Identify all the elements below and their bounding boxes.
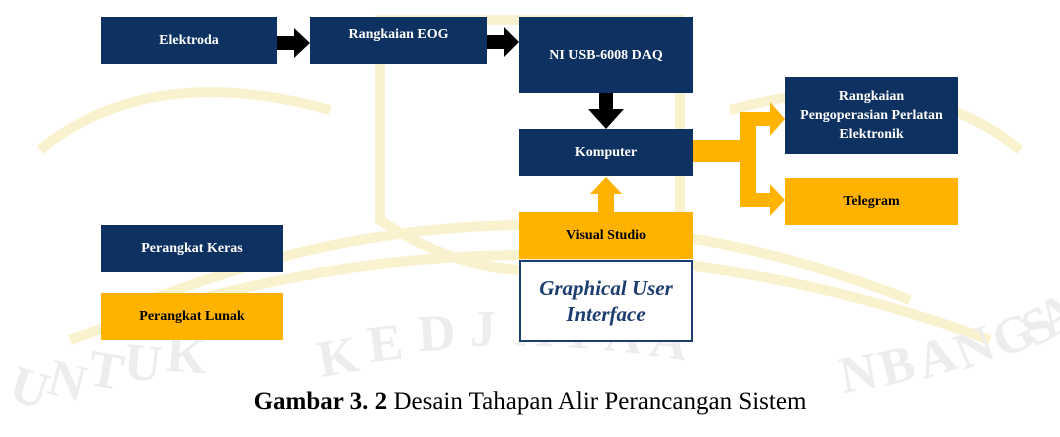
block-visual-studio-label: Visual Studio [565,228,646,243]
block-daq: NI USB-6008 DAQ [519,17,693,93]
arrow-elektroda-to-eog [277,28,310,58]
watermark-letter: J [470,301,496,358]
arrow-daq-to-komputer [588,93,624,129]
figure-caption-label: Gambar 3. 2 [253,388,388,415]
block-rangkaian-eog-label: Rangkaian EOG [348,27,449,42]
legend-hardware: Perangkat Keras [101,225,283,272]
watermark-letter: E [364,313,405,374]
legend-software: Perangkat Lunak [101,293,283,340]
legend-software-label: Perangkat Lunak [139,309,245,324]
figure-caption-text: Desain Tahapan Alir Perancangan Sistem [387,388,807,415]
watermark-wing-left [36,87,332,154]
block-rangkaian-pengoperasian-line2: Pengoperasian Perlatan [800,108,943,123]
arrow-komputer-branch [693,102,785,216]
block-rangkaian-pengoperasian-line3: Elektronik [839,127,904,142]
block-gui: Graphical User Interface [519,260,693,342]
block-telegram: Telegram [785,178,958,225]
block-telegram-label: Telegram [843,194,900,209]
arrow-eog-to-daq [487,27,519,57]
block-komputer-label: Komputer [574,145,638,160]
block-elektroda: Elektroda [101,17,277,64]
watermark-letter: D [416,304,457,363]
watermark-letter: U [121,333,164,394]
arrow-visual-studio-to-komputer [590,177,622,212]
block-gui-line1: Graphical User [539,276,673,300]
legend-hardware-label: Perangkat Keras [141,241,243,256]
block-daq-label: NI USB-6008 DAQ [549,47,663,63]
figure-caption: Gambar 3. 2 Desain Tahapan Alir Perancan… [0,388,1060,416]
block-rangkaian-pengoperasian: Rangkaian Pengoperasian Perlatan Elektro… [785,77,958,154]
block-rangkaian-eog: Rangkaian EOG [310,17,487,64]
block-elektroda-label: Elektroda [159,33,219,48]
block-komputer: Komputer [519,129,693,176]
block-rangkaian-pengoperasian-line1: Rangkaian [838,89,905,104]
block-visual-studio: Visual Studio [519,212,693,259]
block-gui-line2: Interface [566,302,646,326]
